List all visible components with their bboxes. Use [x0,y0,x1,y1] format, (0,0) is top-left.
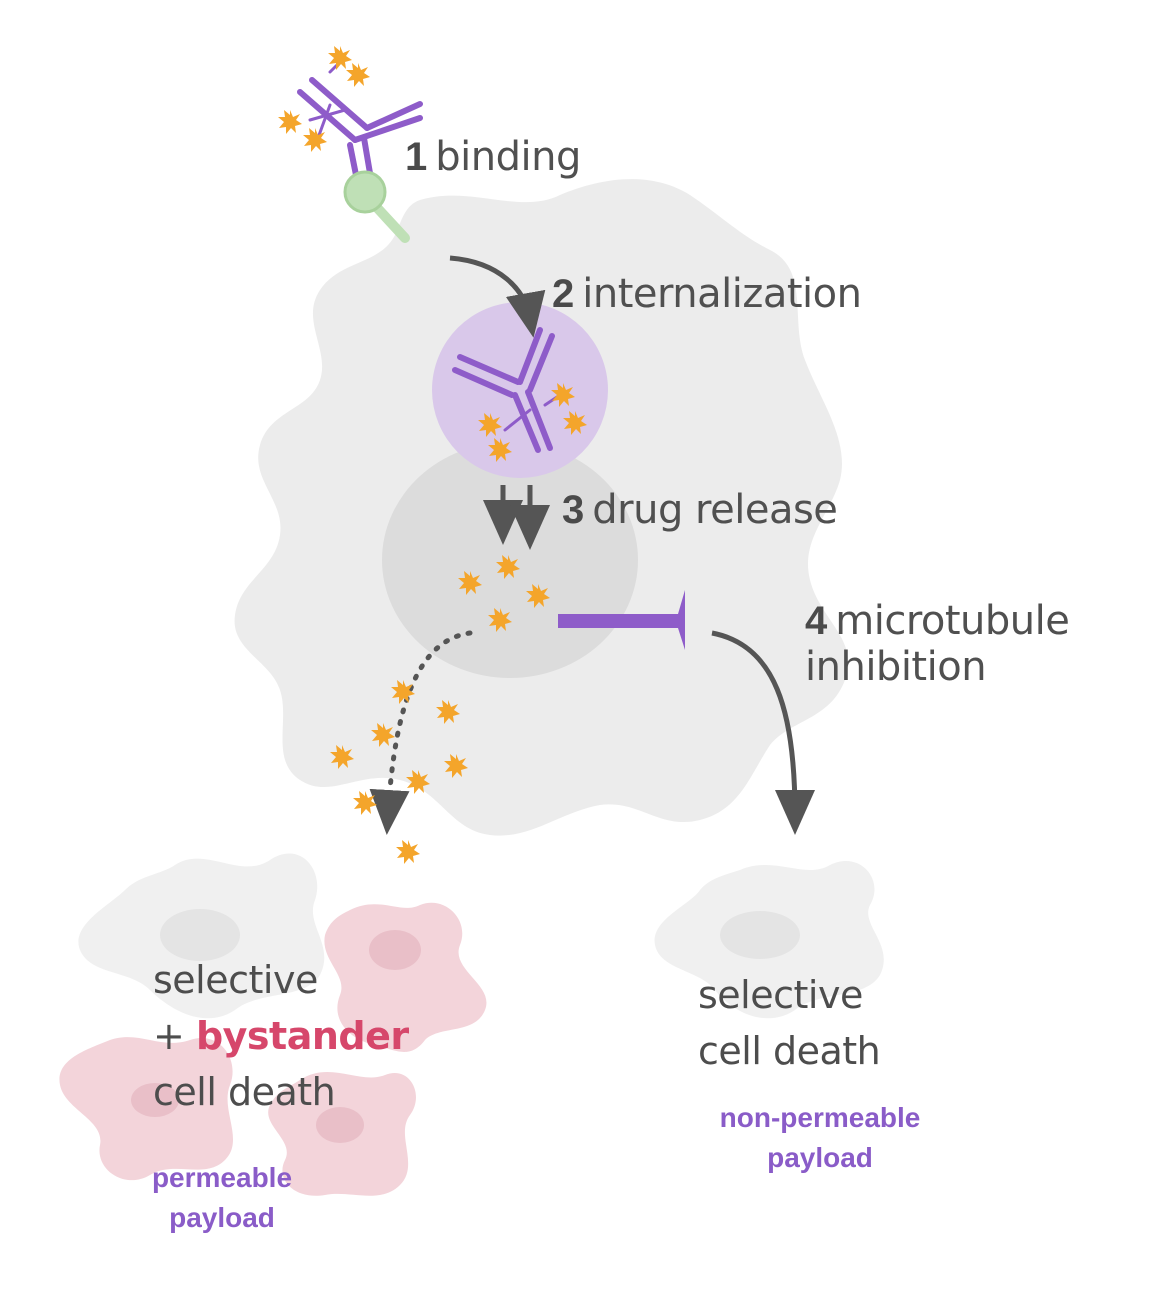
step-1-text: binding [435,134,581,180]
outcome-right-line2: cell death [698,1029,881,1073]
payload-right: non-permeable payload [700,1098,940,1178]
outcome-left-line3: cell death [153,1070,336,1114]
antibody-bound-icon [297,60,423,188]
internalization-arrow [449,255,546,338]
bystander-cell-2 [59,1037,234,1181]
outcome-left: selective + bystander cell death [153,952,409,1120]
outcome-left-bystander: bystander [195,1014,409,1058]
bystander-cell-1 [324,902,487,1052]
step-2-number: 2 [552,272,575,316]
outcome-right: selective cell death [698,967,881,1079]
microtubule-inhibition-icon [558,590,685,650]
payload-stars-outside [278,46,370,152]
step-1-number: 1 [405,135,428,179]
step-3-text: drug release [592,487,838,533]
bystander-cell-3 [268,1071,416,1196]
dead-cell-right [654,860,884,1019]
step-2-text: internalization [582,271,862,317]
outcome-left-plus: + [153,1014,185,1058]
outcome-right-line1: selective [698,973,863,1017]
payload-right-line2: payload [767,1142,873,1173]
endosome [432,302,608,478]
outcome-left-line1: selective [153,958,318,1002]
payload-left: permeable payload [142,1158,302,1238]
step-3-number: 3 [562,488,585,532]
step-4-text-line1: microtubule [835,598,1070,644]
antibody-internalized-icon [452,327,562,453]
payload-right-line1: non-permeable [719,1102,921,1133]
payload-left-line1: permeable [151,1162,293,1193]
selective-death-arrow [711,630,815,835]
receptor-icon [343,170,410,243]
step-4-number: 4 [805,599,828,643]
step-4-text-line2: inhibition [805,644,987,690]
dead-cell-left [78,853,325,1019]
payload-left-line2: payload [169,1202,275,1233]
